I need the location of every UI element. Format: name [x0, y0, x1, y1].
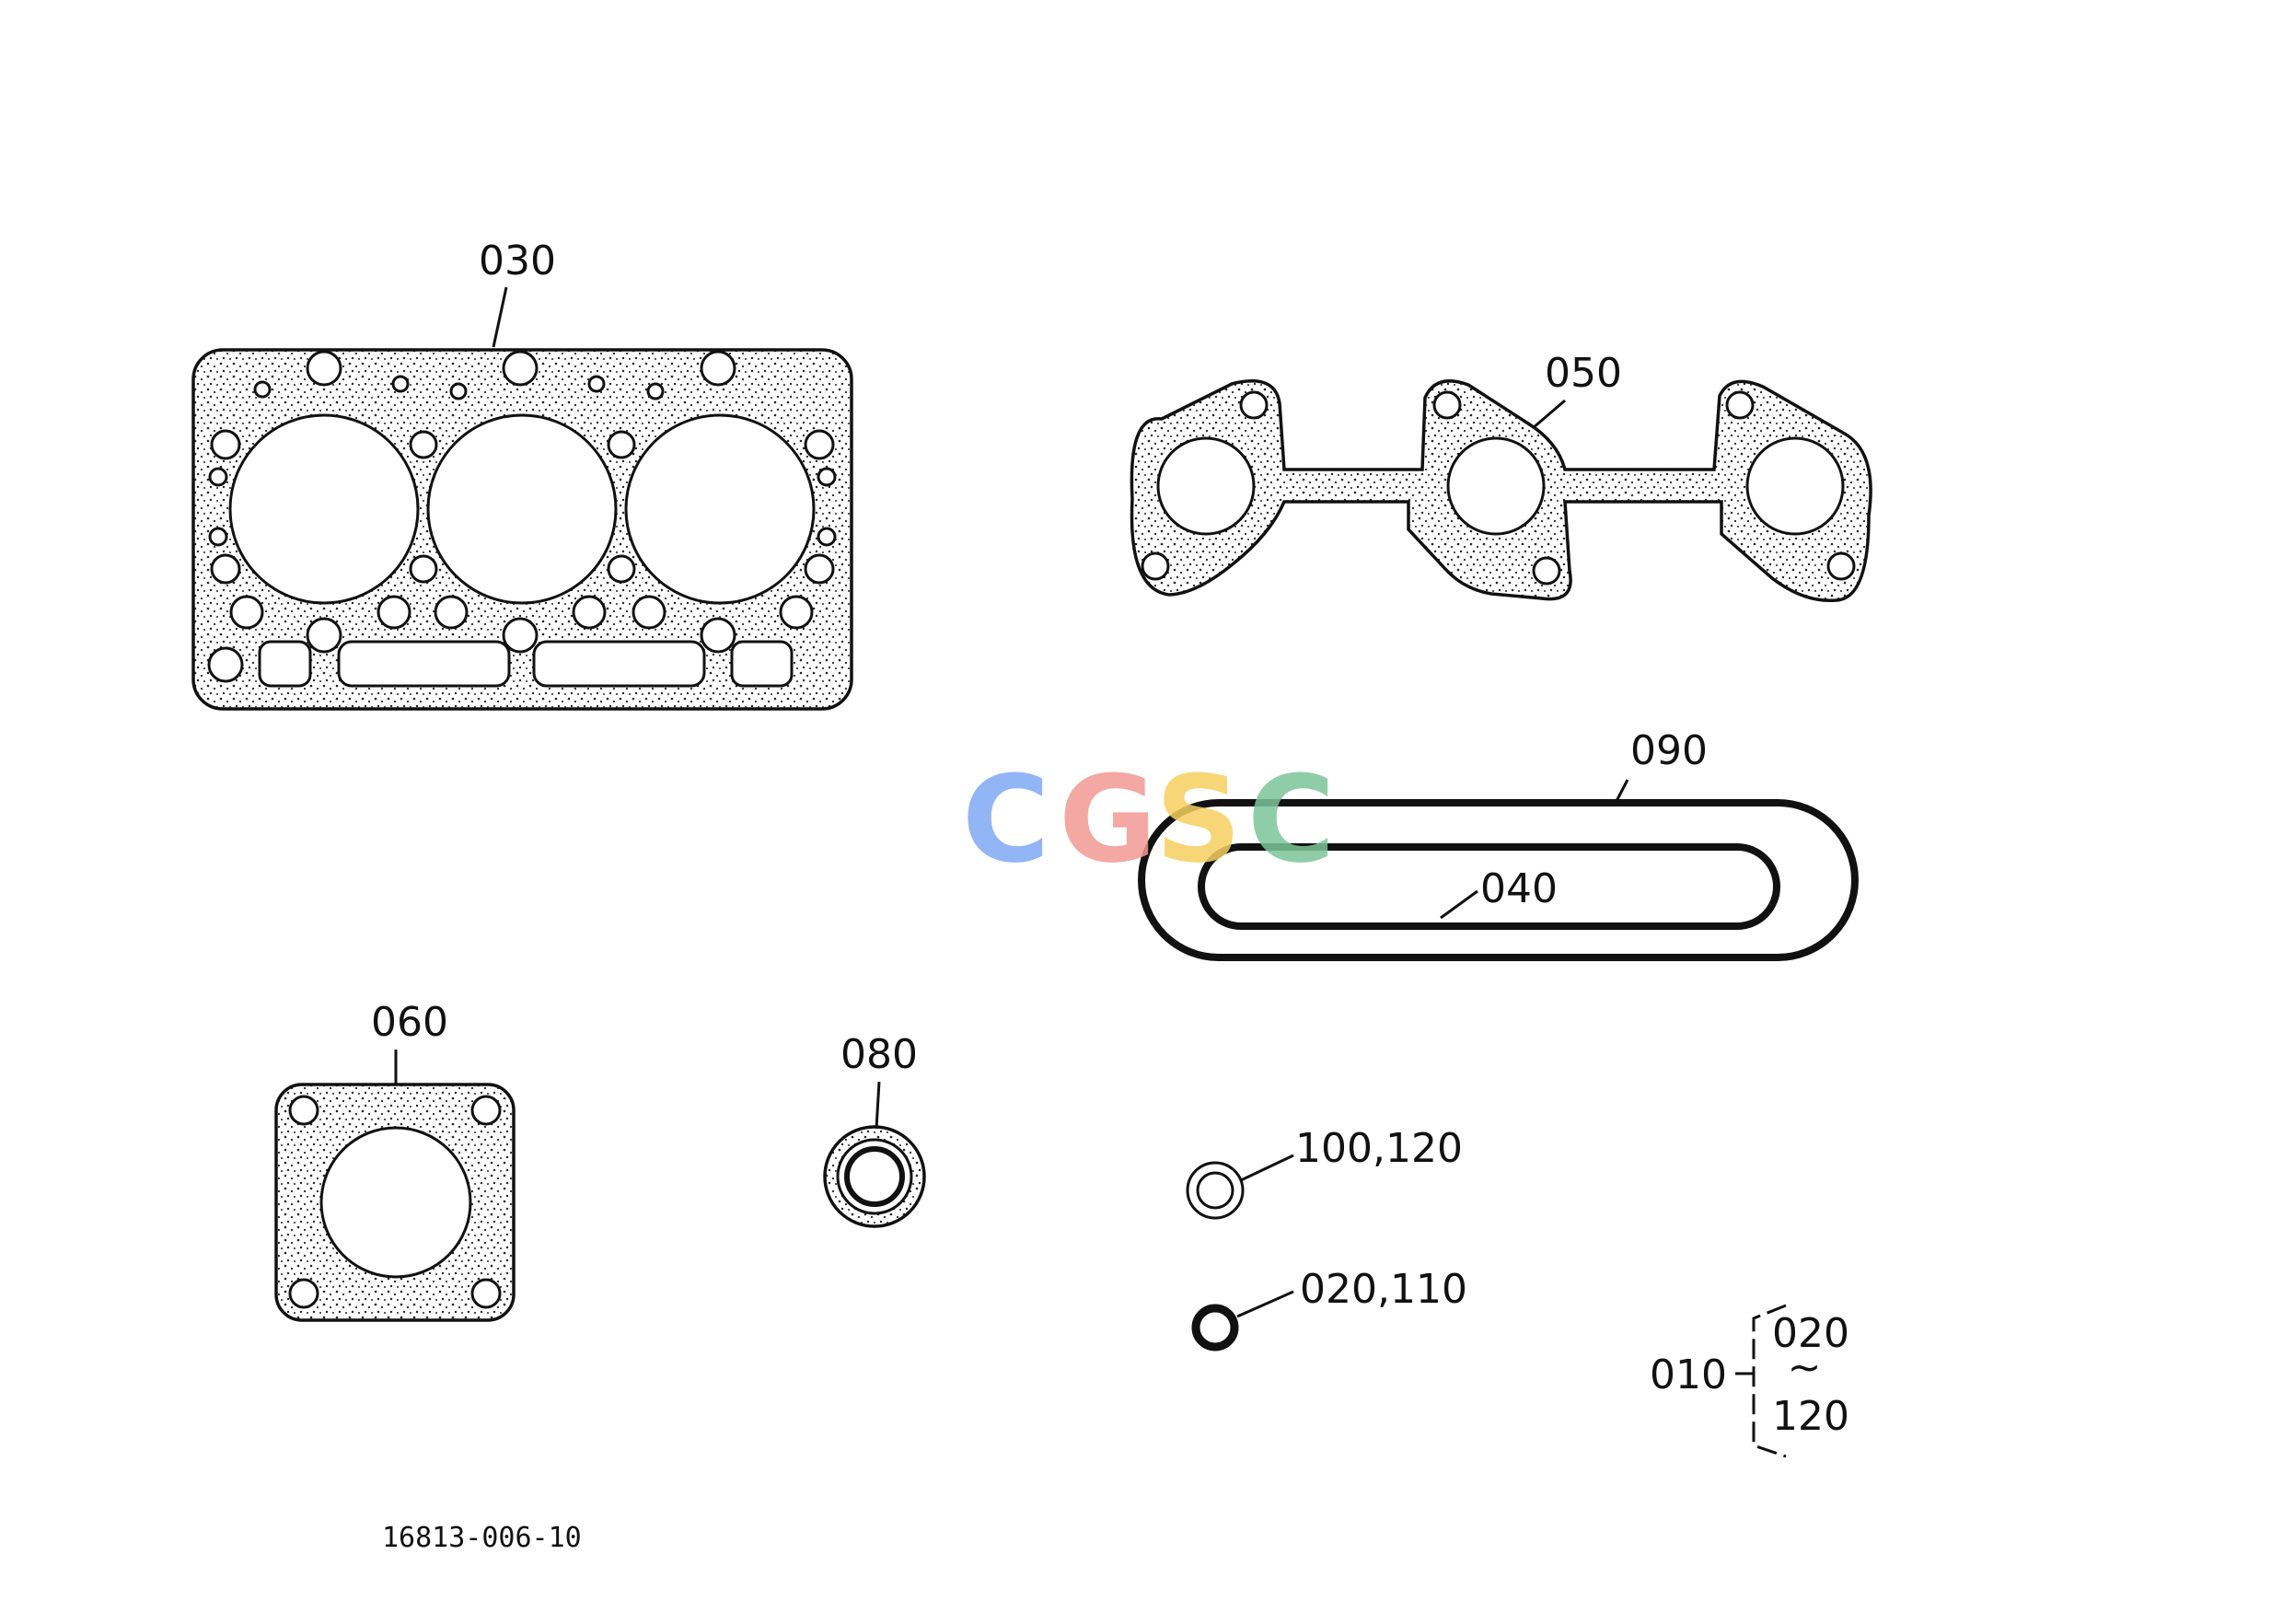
label-020-110: 020,110 — [1300, 1266, 1467, 1313]
label-kit-from: 020 — [1772, 1310, 1849, 1357]
washer — [1186, 1154, 1294, 1220]
square-flange-gasket — [274, 1050, 516, 1322]
drawing-number: 16813-006-10 — [382, 1522, 582, 1554]
o-ring — [1191, 1290, 1294, 1351]
label-040: 040 — [1480, 865, 1558, 912]
watermark-letter: S — [1155, 749, 1242, 889]
watermark-letter: C — [962, 749, 1049, 889]
label-100-120: 100,120 — [1295, 1125, 1463, 1172]
label-030: 030 — [479, 238, 556, 284]
manifold-gasket — [1130, 379, 1872, 603]
watermark-logo: C G S C — [962, 749, 1335, 889]
label-050: 050 — [1545, 350, 1622, 397]
kit-bracket — [1735, 1304, 1787, 1458]
label-080: 080 — [840, 1031, 918, 1078]
rocker-cover-gaskets — [1138, 779, 1859, 961]
label-kit-range: ~ — [1788, 1344, 1822, 1391]
cylinder-head-gasket — [191, 286, 853, 711]
label-kit-to: 120 — [1772, 1393, 1849, 1440]
label-090: 090 — [1630, 727, 1708, 774]
watermark-letter: G — [1059, 749, 1157, 889]
watermark-letter: C — [1247, 749, 1335, 889]
label-010: 010 — [1650, 1351, 1727, 1398]
oil-seal — [823, 1081, 926, 1228]
label-060: 060 — [371, 999, 448, 1046]
